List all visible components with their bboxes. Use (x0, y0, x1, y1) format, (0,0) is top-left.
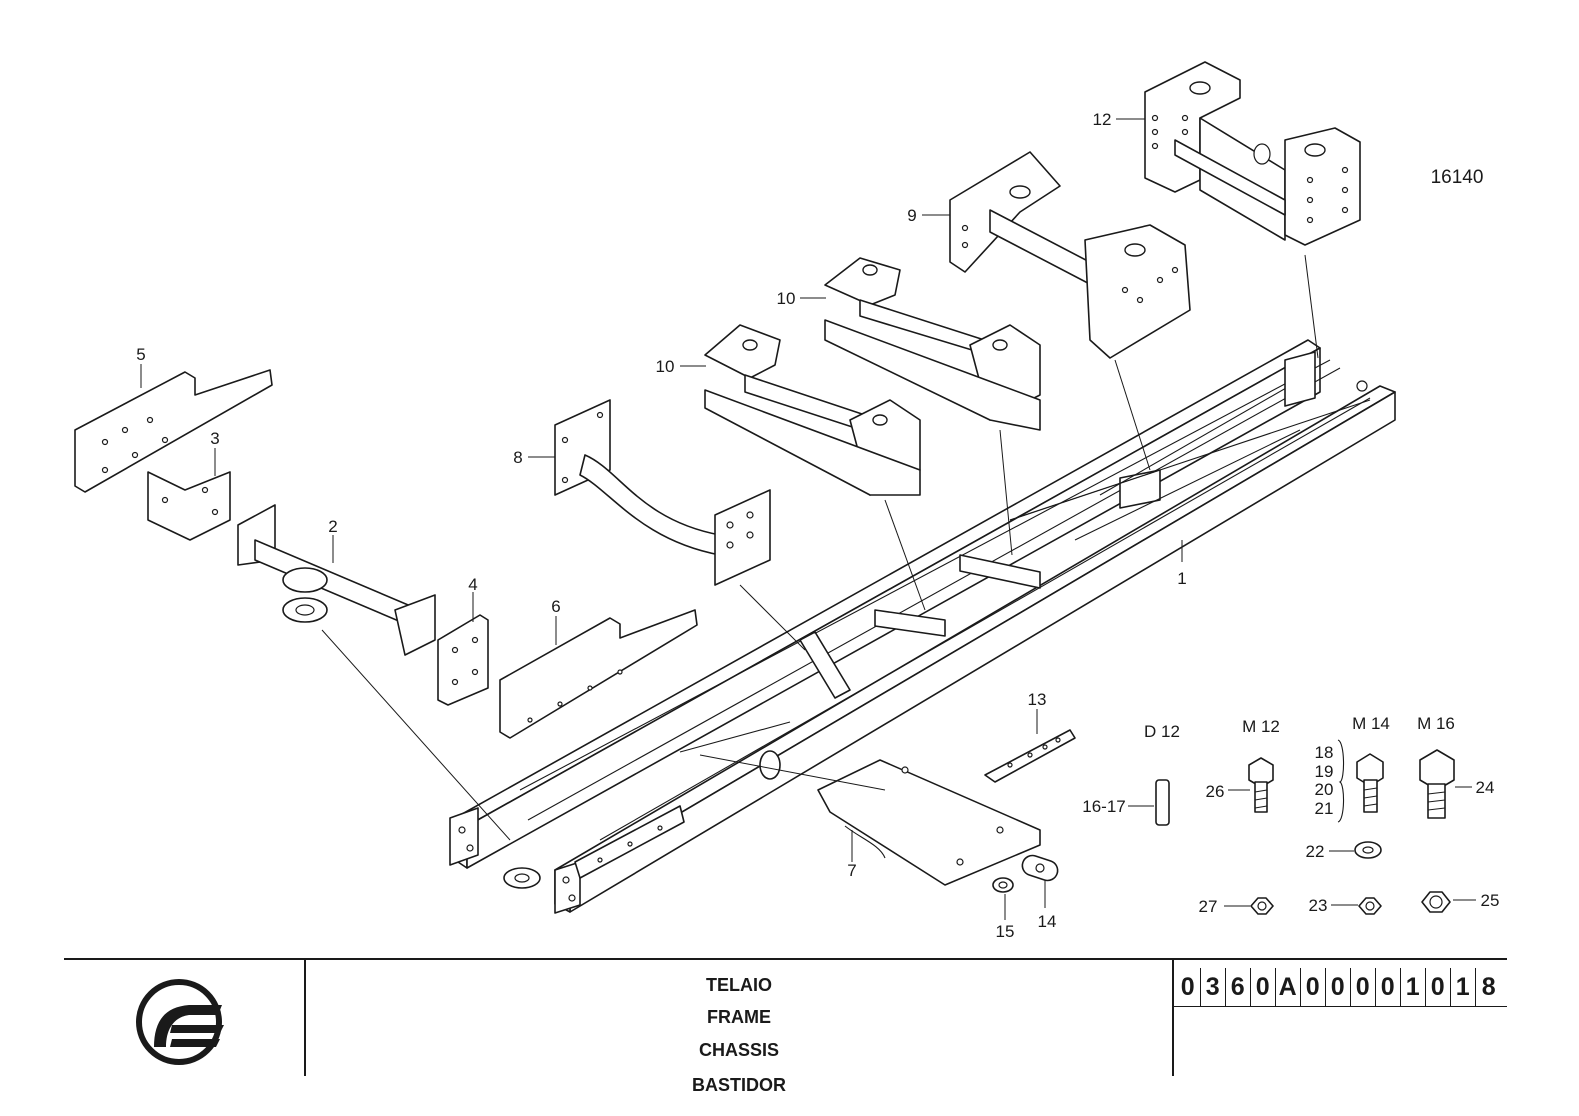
part-10-lower-crossmember (704, 324, 926, 611)
part-16-17-pin (1155, 779, 1170, 826)
callout-1: 1 (1177, 569, 1186, 588)
callout-18: 18 (1315, 743, 1334, 762)
code-underline (1174, 1006, 1507, 1007)
part-5-rail (74, 369, 273, 493)
part-13-strip (984, 729, 1076, 783)
callout-2: 2 (328, 517, 337, 536)
callout-9: 9 (907, 206, 916, 225)
spec-m16: M 16 (1417, 714, 1455, 733)
part-code-char: 0 (1430, 973, 1445, 1001)
callout-7: 7 (847, 861, 856, 880)
main-frame-part (449, 339, 1396, 914)
part-14-spacer (1021, 854, 1059, 882)
callout-13: 13 (1028, 690, 1047, 709)
callout-23: 23 (1309, 896, 1328, 915)
part-code-separator (1225, 968, 1226, 1006)
part-code-char: 6 (1230, 973, 1245, 1001)
part-4-bracket (437, 614, 489, 706)
part-code-separator (1450, 968, 1451, 1006)
part-code-char: 0 (1355, 973, 1370, 1001)
spec-d12: D 12 (1144, 722, 1180, 741)
callout-6: 6 (551, 597, 560, 616)
part-code-char: 0 (1255, 973, 1270, 1001)
part-22-washer (1354, 841, 1382, 859)
part-2-tow-beam (237, 504, 511, 841)
callout-27: 27 (1199, 897, 1218, 916)
callout-16-17: 16-17 (1082, 797, 1125, 816)
title-block-top-border (64, 958, 1507, 960)
part-code-char: 0 (1380, 973, 1395, 1001)
part-code-separator (1400, 968, 1401, 1006)
callout-20: 20 (1315, 780, 1334, 799)
fastener-spec-labels: D 12 M 12 M 14 M 16 (1144, 714, 1455, 741)
callout-labels: 1 2 3 4 5 6 7 8 9 10 10 12 13 14 15 16-1… (136, 110, 1499, 941)
drawing-number: 16140 (1431, 167, 1484, 188)
part-code-separator (1325, 968, 1326, 1006)
part-code-char: A (1278, 973, 1297, 1001)
part-code-char: 8 (1481, 973, 1496, 1001)
part-25-nut (1421, 891, 1451, 913)
title-block-divider-right (1172, 958, 1174, 1076)
title-english: FRAME (707, 1007, 771, 1027)
part-3-bracket (147, 471, 231, 541)
callout-26: 26 (1206, 782, 1225, 801)
part-6-rail (499, 609, 698, 739)
part-10-upper-crossmember (824, 257, 1041, 556)
callout-21: 21 (1315, 799, 1334, 818)
part-code-separator (1300, 968, 1301, 1006)
callout-10-upper: 10 (777, 289, 796, 308)
callout-12: 12 (1093, 110, 1112, 129)
callout-3: 3 (210, 429, 219, 448)
part-24-bolt-m16 (1419, 749, 1455, 819)
callout-24: 24 (1476, 778, 1495, 797)
callout-15: 15 (996, 922, 1015, 941)
title-block-divider-left (304, 958, 306, 1076)
title-italian: TELAIO (706, 975, 772, 995)
part-code-char: 0 (1305, 973, 1320, 1001)
part-18-21-bolt-m14 (1337, 739, 1384, 823)
part-26-bolt-m12 (1248, 757, 1274, 813)
part-code-separator (1275, 968, 1276, 1006)
title-french: CHASSIS (698, 1040, 779, 1060)
callout-22: 22 (1306, 842, 1325, 861)
callout-leaders (140, 118, 1476, 920)
callout-5: 5 (136, 345, 145, 364)
callout-25: 25 (1481, 891, 1500, 910)
part-code-char: 1 (1405, 973, 1420, 1001)
part-code-char: 1 (1455, 973, 1470, 1001)
part-code-separator (1350, 968, 1351, 1006)
part-12-bracket (1144, 61, 1361, 359)
title-spanish: BASTIDOR (692, 1075, 786, 1095)
callout-19: 19 (1315, 762, 1334, 781)
part-code-char: 3 (1205, 973, 1220, 1001)
callout-10-lower: 10 (656, 357, 675, 376)
callout-14: 14 (1038, 912, 1057, 931)
part-code-separator (1375, 968, 1376, 1006)
part-code-separator (1475, 968, 1476, 1006)
part-23-nut (1358, 897, 1382, 915)
brand-logo-icon (136, 979, 224, 1065)
spec-m12: M 12 (1242, 717, 1280, 736)
part-code-separator (1425, 968, 1426, 1006)
part-code-separator (1250, 968, 1251, 1006)
part-7-plate (699, 754, 1041, 886)
callout-8: 8 (513, 448, 522, 467)
part-8-tube-bracket (554, 399, 806, 651)
part-code-char: 0 (1330, 973, 1345, 1001)
part-code-char: 0 (1180, 973, 1195, 1001)
part-code-separator (1200, 968, 1201, 1006)
part-27-nut (1250, 897, 1274, 915)
part-15-bush (992, 877, 1014, 893)
spec-m14: M 14 (1352, 714, 1390, 733)
part-9-bracket (949, 151, 1191, 471)
callout-4: 4 (468, 575, 477, 594)
